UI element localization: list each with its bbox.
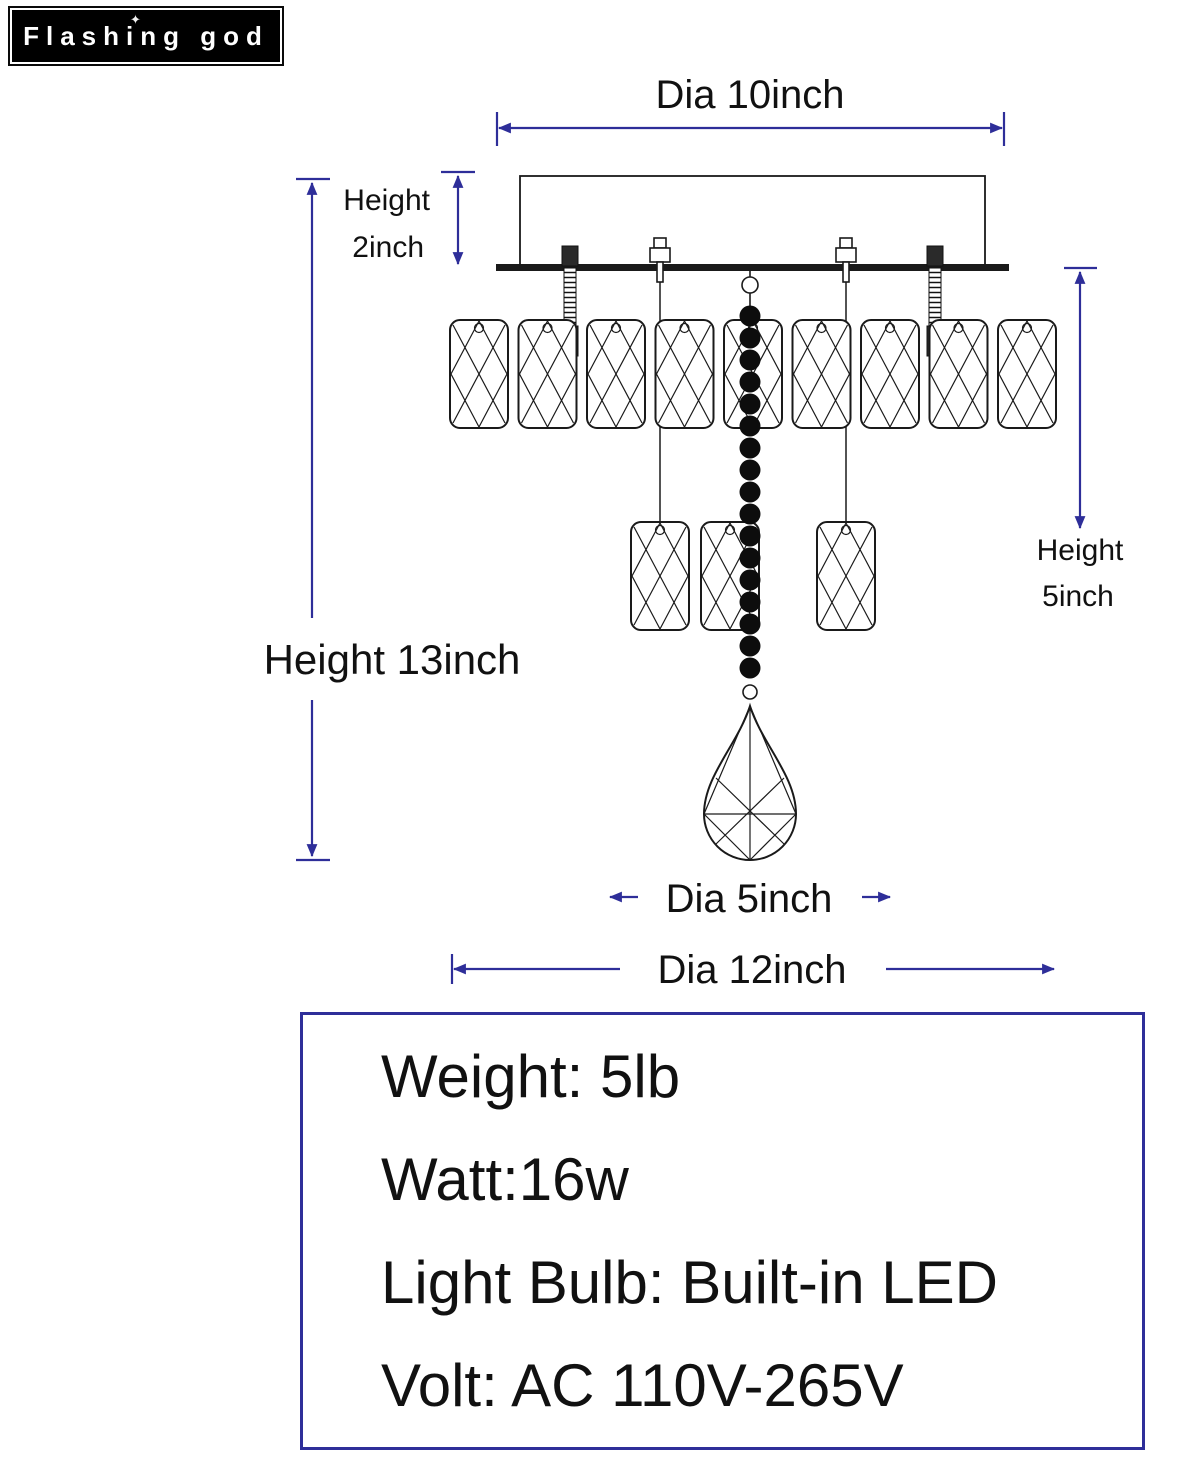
crystal-bead-strand [739,305,761,679]
center-hook [741,264,759,306]
specifications-box: Weight: 5lb Watt:16w Light Bulb: Built-i… [300,1012,1145,1450]
spec-weight: Weight: 5lb [381,1043,681,1110]
dim-label-height-canopy-1: Height [343,184,430,217]
spec-watt: Watt:16w [381,1146,629,1213]
brand-logo: Flashing god ✦ [8,6,284,66]
dim-label-height-total: Height 13inch [264,636,521,683]
teardrop-crystal [702,684,798,861]
dim-label-height-right-2: 5inch [1042,580,1114,613]
fixture-drawing [449,175,1057,861]
dim-label-dia-bottom: Dia 12inch [657,948,846,992]
dim-label-height-canopy-2: 2inch [352,231,424,264]
dim-label-dia-mid: Dia 5inch [666,877,833,921]
spec-bulb: Light Bulb: Built-in LED [381,1249,998,1316]
dim-label-dia-top: Dia 10inch [655,73,844,117]
canopy-outline [519,175,986,269]
ceiling-plate [496,264,1009,271]
sparkle-icon: ✦ [130,12,141,27]
chandelier-dimension-drawing: Dia 10inch Height 2inch Height 13inch He… [264,73,1124,992]
dim-label-height-right-1: Height [1037,534,1124,567]
dimension-callouts: Dia 10inch Height 2inch Height 13inch He… [264,73,1124,992]
spec-volt: Volt: AC 110V-265V [381,1352,904,1419]
brand-logo-text: Flashing god [23,20,269,51]
